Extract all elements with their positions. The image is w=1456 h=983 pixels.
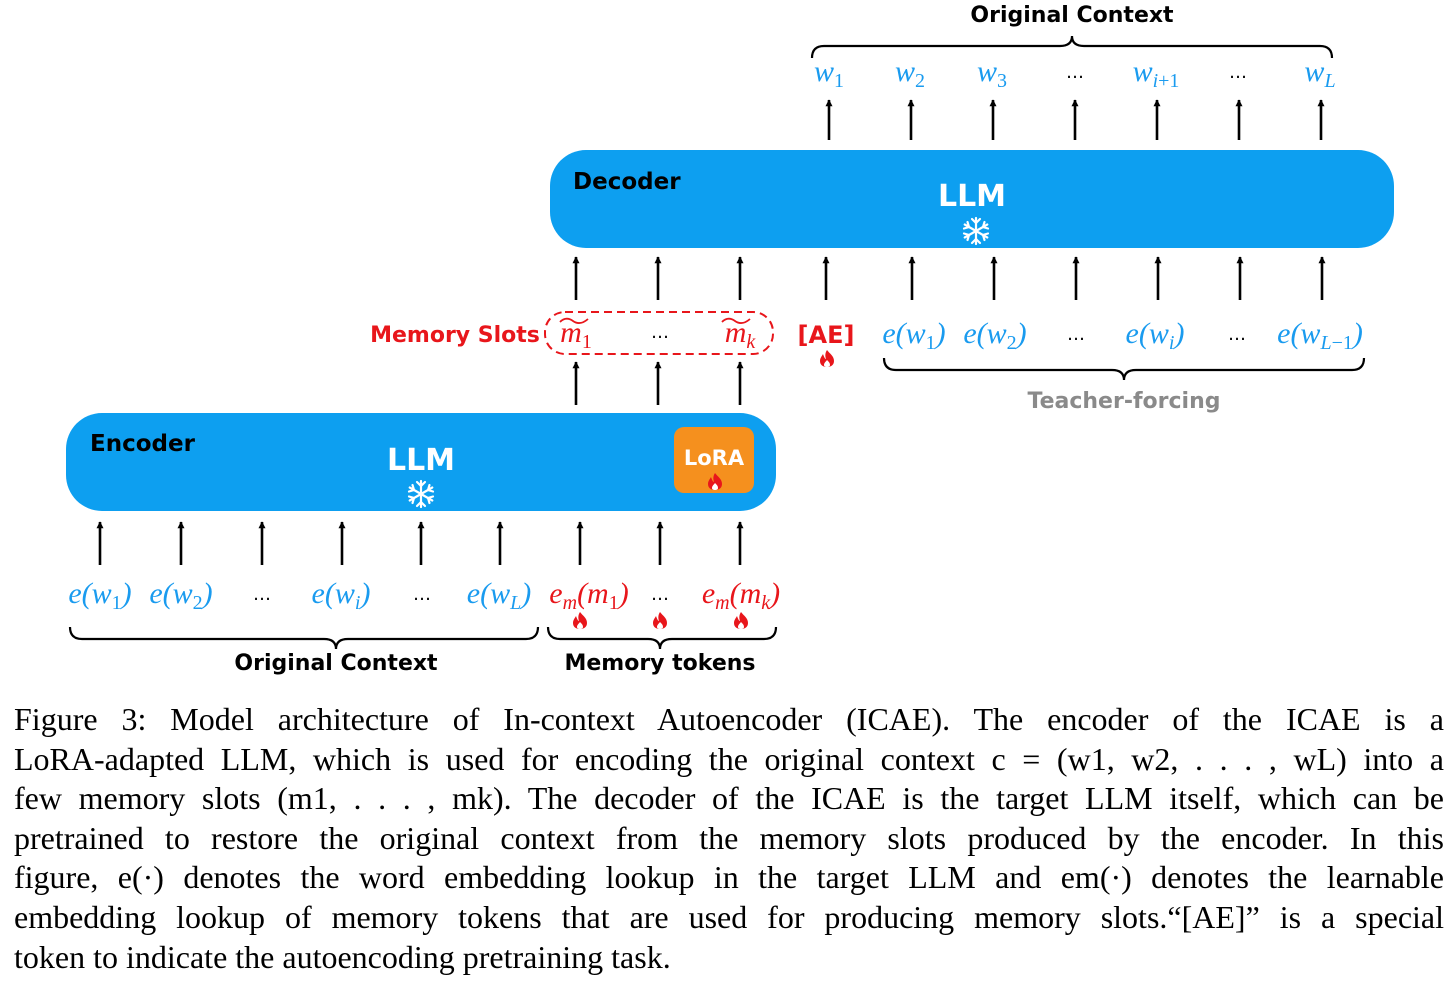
fire-icon [820, 350, 834, 367]
memory-slot-mk: mk [725, 316, 757, 353]
caption-line: few memory slots (m1, . . . , mk). The d… [14, 780, 1444, 817]
fire-icon [653, 612, 667, 629]
fire-icon [734, 612, 748, 629]
encoder-input-e-w1: e(w1) [68, 577, 131, 614]
memory-slot-m1: m1 [560, 316, 592, 353]
caption-line: figure, e(·) denotes the word embedding … [14, 859, 1444, 896]
memory-token-em-mk: em(mk) [702, 577, 780, 614]
encoder-input-ellipsis-2: … [413, 584, 431, 605]
figure-caption: Figure 3: Model architecture of In-conte… [14, 700, 1444, 977]
encoder-context-tokens: e(w1) e(w2) … e(wi) … e(wL) [68, 577, 531, 614]
caption-line: LoRA-adapted LLM, which is used for enco… [14, 740, 1444, 777]
memory-slot-tokens: m1 … mk [559, 316, 757, 353]
caption-line: embedding lookup of memory tokens that a… [14, 898, 1444, 935]
decoder-output-brace [810, 35, 1334, 59]
teacher-forcing-brace [882, 357, 1366, 381]
decoder-label: Decoder [573, 169, 681, 195]
caption-line: Figure 3: Model architecture of In-conte… [14, 701, 1444, 737]
encoder-context-brace [68, 626, 540, 650]
encoder-input-e-w2: e(w2) [149, 577, 212, 614]
teacher-forcing-label: Teacher-forcing [1028, 389, 1221, 414]
encoder-input-ellipsis-1: … [253, 584, 271, 605]
decoder-input-e-w1: e(w1) [882, 317, 945, 354]
encoder-input-e-wL: e(wL) [467, 577, 531, 614]
decoder-llm-label: LLM [938, 179, 1006, 214]
output-token-ellipsis-1: … [1066, 62, 1084, 83]
encoder-box: Encoder LLM LoRA [66, 413, 776, 511]
icae-architecture-diagram: Original Context w1 w2 w3 … wi+1 … wL De… [66, 3, 1394, 676]
decoder-input-tokens: e(w1) e(w2) … e(wi) … e(wL−1) [882, 317, 1363, 354]
ae-token: [AE] [798, 321, 855, 349]
encoder-input-e-wi: e(wi) [312, 577, 371, 614]
fire-icon [573, 612, 587, 629]
decoder-input-arrows [572, 256, 1326, 300]
memory-tokens-label: Memory tokens [564, 651, 755, 676]
output-token-w1: w1 [814, 55, 844, 92]
decoder-output-label: Original Context [970, 3, 1174, 28]
memory-slots-label: Memory Slots [370, 323, 540, 348]
memory-slots-dashed-box [544, 311, 774, 355]
decoder-input-e-wL-1: e(wL−1) [1277, 317, 1363, 354]
decoder-output-tokens: w1 w2 w3 … wi+1 … wL [814, 55, 1336, 92]
encoder-context-label: Original Context [234, 651, 438, 676]
caption-line: token to indicate the autoencoding pretr… [14, 938, 671, 975]
encoder-label: Encoder [90, 431, 196, 457]
memory-slot-ellipsis: … [651, 322, 669, 343]
memory-token-ellipsis: … [651, 584, 669, 605]
encoder-input-arrows [96, 521, 744, 565]
caption-line: pretrained to restore the original conte… [14, 819, 1444, 856]
encoder-output-arrows [572, 361, 744, 405]
decoder-input-e-w2: e(w2) [963, 317, 1026, 354]
memory-token-em-m1: em(m1) [549, 577, 628, 614]
encoder-memory-tokens: em(m1) … em(mk) [549, 577, 780, 629]
output-token-w3: w3 [977, 55, 1007, 92]
encoder-llm-label: LLM [387, 443, 455, 478]
lora-label: LoRA [684, 446, 745, 470]
decoder-input-e-wi: e(wi) [1126, 317, 1185, 354]
memory-tokens-brace [546, 626, 778, 650]
output-token-ellipsis-2: … [1229, 62, 1247, 83]
lora-adapter: LoRA [674, 427, 754, 493]
decoder-box: Decoder LLM [550, 150, 1394, 248]
output-token-wi+1: wi+1 [1133, 55, 1180, 92]
decoder-input-ellipsis-2: … [1228, 324, 1246, 345]
decoder-output-arrows [825, 99, 1325, 140]
output-token-wL: wL [1304, 55, 1335, 92]
output-token-w2: w2 [895, 55, 925, 92]
decoder-input-ellipsis-1: … [1067, 324, 1085, 345]
